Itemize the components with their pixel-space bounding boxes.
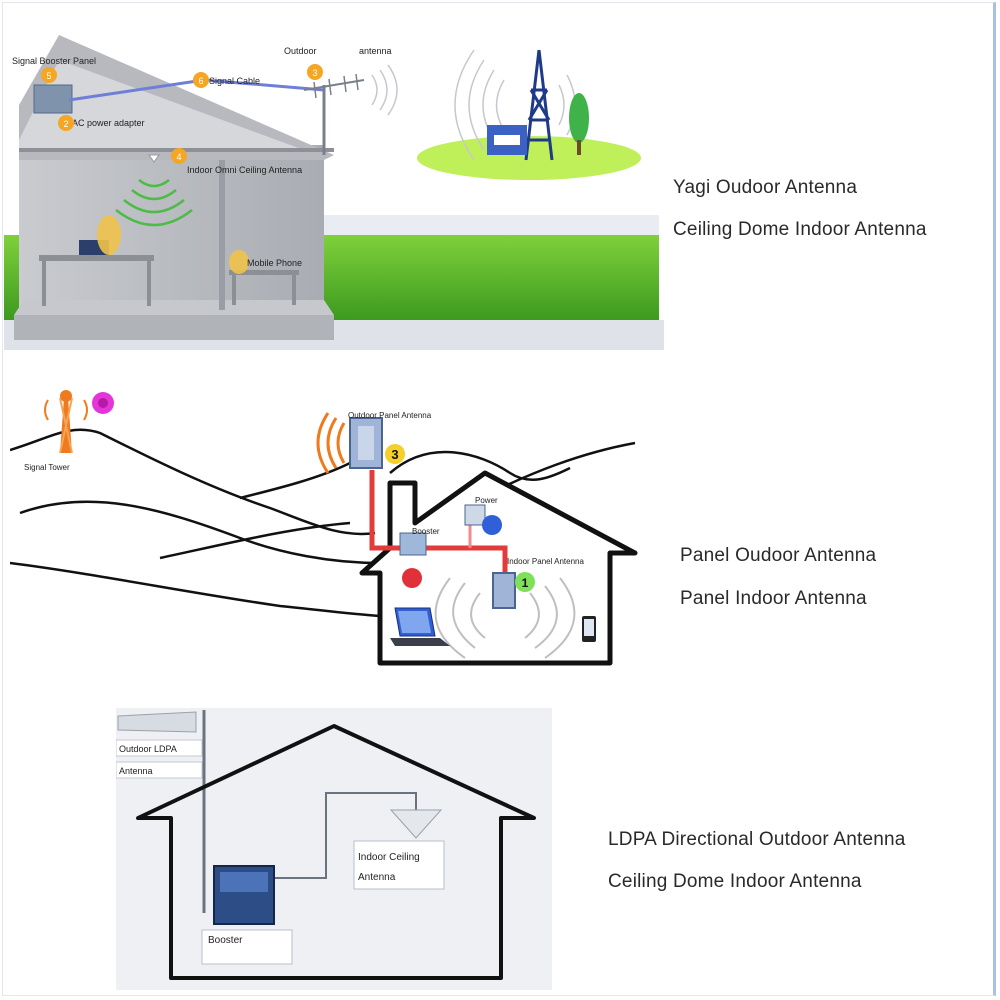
- label-outdoor-ldpa-antenna: Antenna: [119, 766, 153, 776]
- label-signal-booster-panel: Signal Booster Panel: [12, 56, 96, 66]
- caption-ceiling-dome-1: Ceiling Dome Indoor Antenna: [673, 219, 927, 240]
- tree: [569, 93, 589, 143]
- svg-text:2: 2: [63, 119, 68, 129]
- badge-ceiling-antenna: 4: [171, 148, 187, 164]
- outdoor-panel-antenna-icon: [316, 412, 383, 474]
- label-indoor-ceiling: Indoor Ceiling: [358, 852, 420, 863]
- caption-ldpa-outdoor: LDPA Directional Outdoor Antenna: [608, 829, 906, 850]
- label-indoor-panel-antenna: Indoor Panel Antenna: [507, 557, 585, 566]
- ldpa-antenna-icon: [117, 711, 197, 733]
- label-outdoor: Outdoor: [284, 46, 317, 56]
- caption-panel-indoor: Panel Indoor Antenna: [680, 588, 867, 609]
- hill-line-3: [10, 561, 381, 618]
- svg-text:5: 5: [46, 71, 51, 81]
- svg-text:4: 4: [176, 152, 181, 162]
- grass-field: [319, 235, 659, 320]
- signal-tower-icon: [44, 390, 88, 454]
- label-signal-tower: Signal Tower: [24, 463, 70, 472]
- label-outdoor-panel-antenna: Outdoor Panel Antenna: [348, 411, 432, 420]
- tower-ground: [417, 136, 641, 180]
- label-indoor-ceiling-antenna: Antenna: [358, 872, 396, 883]
- badge-outdoor-panel: 3: [385, 444, 405, 464]
- panel-yagi-illustration: Signal Booster Panel Signal Cable Outdoo…: [4, 30, 664, 355]
- badge-indoor-panel: 1: [515, 572, 535, 592]
- caption-ceiling-dome-2: Ceiling Dome Indoor Antenna: [608, 871, 862, 892]
- badge-booster: [402, 568, 422, 588]
- table-left: [39, 255, 154, 261]
- caption-panel-outdoor: Panel Oudoor Antenna: [680, 545, 877, 566]
- ceiling-antenna-icon: [389, 809, 443, 839]
- panel-panel-antenna-illustration: Signal Tower 3 Outdoor Panel Antenna Pow…: [10, 390, 638, 666]
- label-booster-device: Booster: [208, 935, 243, 946]
- label-outdoor-ldpa: Outdoor LDPA: [119, 744, 177, 754]
- badge-ac-adapter: 2: [58, 115, 74, 131]
- badge-outdoor-antenna: 3: [307, 64, 323, 80]
- ceiling-antenna: [148, 154, 160, 163]
- panel3-house: [136, 724, 536, 980]
- phone-signal-1: [97, 215, 121, 255]
- yagi-antenna: [303, 79, 365, 91]
- hill-line-4: [159, 521, 351, 560]
- svg-text:3: 3: [312, 68, 317, 78]
- panel-ldpa-illustration: Outdoor LDPA Antenna Indoor Ceiling Ante…: [116, 708, 552, 990]
- panel3-cable: [271, 792, 417, 879]
- label-power: Power: [475, 496, 498, 505]
- svg-text:6: 6: [198, 76, 203, 86]
- badge-power: [482, 515, 502, 535]
- laptop-icon: [390, 607, 450, 646]
- label-antenna: antenna: [359, 46, 392, 56]
- hill-line-7: [239, 461, 351, 500]
- badge-booster-panel: 5: [41, 67, 57, 83]
- house-wall: [19, 145, 324, 325]
- panel2-power-icon: [464, 504, 486, 526]
- label-signal-cable: Signal Cable: [209, 76, 260, 86]
- booster-panel-box: [33, 84, 73, 114]
- svg-text:3: 3: [391, 447, 398, 462]
- label-booster: Booster: [412, 527, 440, 536]
- mobile-phone-icon: [582, 616, 596, 642]
- panel2-red-cable: [369, 470, 508, 573]
- svg-text:1: 1: [522, 576, 529, 590]
- label-mobile-phone: Mobile Phone: [247, 258, 302, 268]
- hill-line-5: [389, 450, 571, 481]
- badge-signal-cable: 6: [193, 72, 209, 88]
- caption-yagi-outdoor: Yagi Oudoor Antenna: [673, 177, 858, 198]
- table-right: [229, 270, 299, 275]
- phone-signal-2: [229, 250, 249, 274]
- label-indoor-omni: Indoor Omni Ceiling Antenna: [187, 165, 302, 175]
- cell-tower: [524, 49, 554, 161]
- panel2-booster-icon: [399, 532, 427, 556]
- label-ac-power-adapter: AC power adapter: [72, 118, 145, 128]
- indoor-panel-antenna-icon: [492, 572, 516, 609]
- hill-line-2: [19, 500, 381, 565]
